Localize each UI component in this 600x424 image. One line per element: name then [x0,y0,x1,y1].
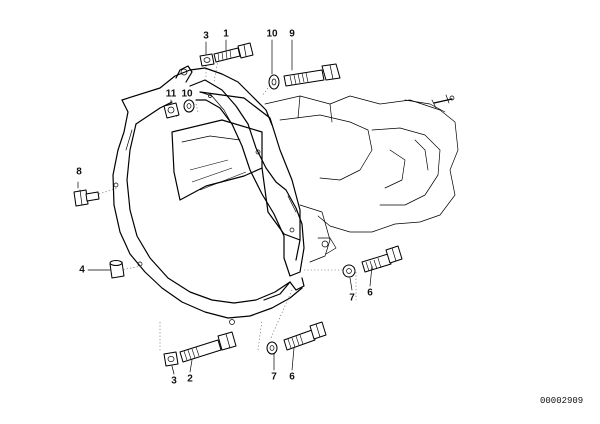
callout-9: 9 [289,29,295,40]
callout-3-top: 3 [203,31,209,42]
nut-3-bottom [163,351,179,367]
callout-6-right: 6 [367,288,373,299]
callout-7-bottom: 7 [271,372,277,383]
bracket [189,79,305,277]
stud-2 [179,331,237,363]
bolt-8 [73,181,100,207]
washer-10-mid [183,99,195,113]
callout-4: 4 [79,265,85,276]
diagram-reference-number: 00002909 [540,396,583,406]
callout-1: 1 [223,29,229,40]
washer-7-right [342,264,356,278]
nut-11 [163,102,180,119]
callout-11: 11 [166,89,177,100]
stud-bolt-1 [213,42,254,63]
sleeve-4 [109,260,125,279]
callout-leaders [87,39,373,375]
nut-3-top [199,53,215,67]
callout-10-mid: 10 [181,89,193,100]
assembly-leaders [85,59,357,357]
callout-8: 8 [76,167,82,178]
bell-housing [112,65,305,325]
callout-labels: 3 1 10 9 11 10 8 4 7 6 3 2 7 6 [76,29,373,387]
bolt-6-bottom [283,321,327,351]
callout-3-bottom: 3 [171,376,177,387]
transmission-body [264,94,459,263]
washer-10-top [268,74,280,90]
callout-2: 2 [187,374,193,385]
callout-10-top: 10 [266,29,278,40]
callout-7-right: 7 [349,293,355,304]
callout-6-bottom: 6 [289,372,295,383]
hex-bolt-9 [283,63,341,87]
washer-7-bottom [266,341,278,355]
bolt-6-right [361,245,403,273]
